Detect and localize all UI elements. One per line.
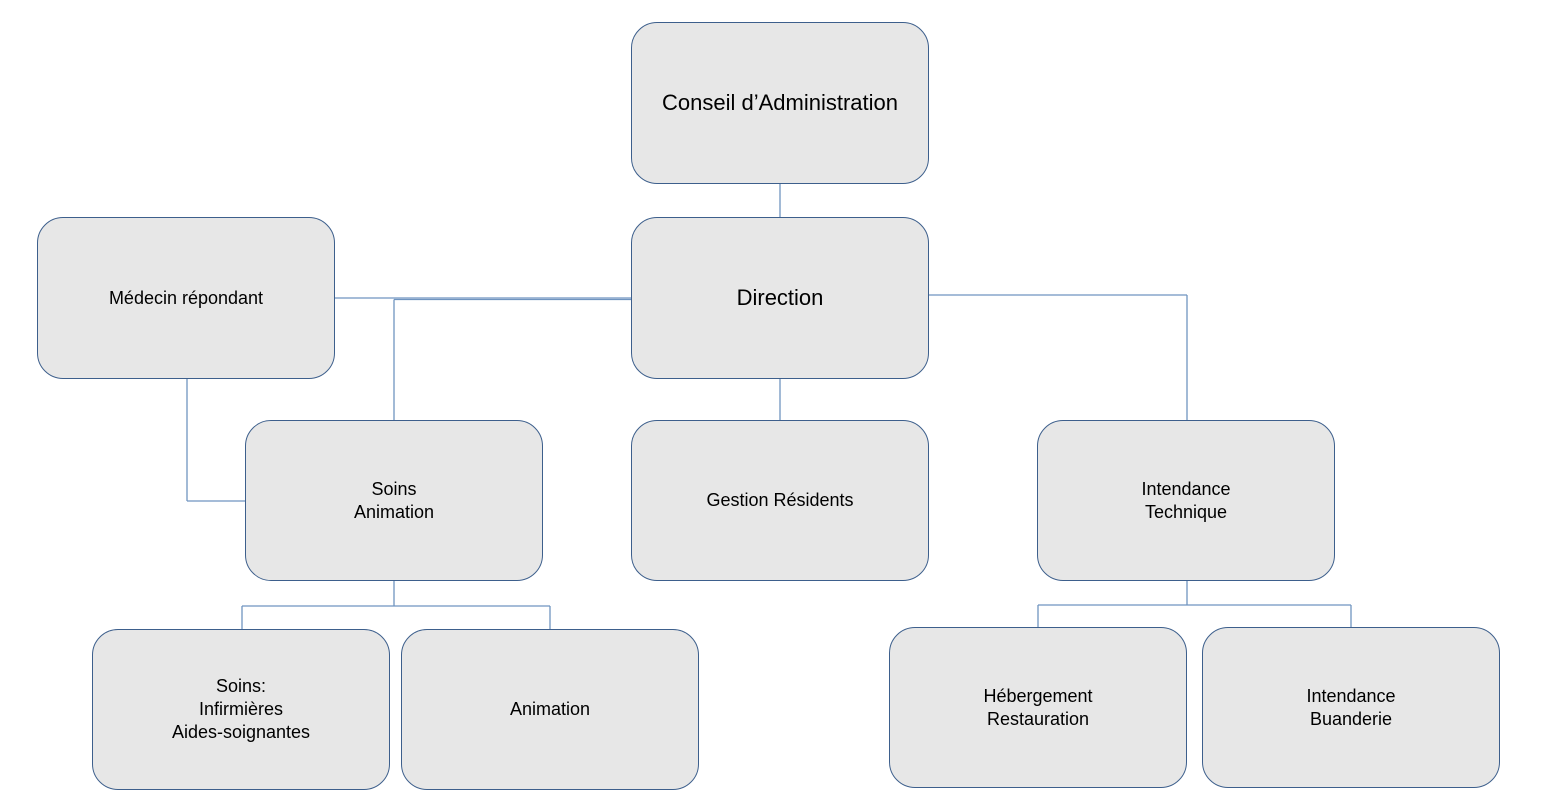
node-soins-infirmieres: Soins: Infirmières Aides-soignantes xyxy=(92,629,390,790)
node-label: Direction xyxy=(736,285,824,310)
node-direction: Direction xyxy=(631,217,929,379)
node-hebergement-restauration: Hébergement Restauration xyxy=(889,627,1187,788)
node-label: Intendance Technique xyxy=(1141,478,1231,522)
node-label: Médecin répondant xyxy=(108,287,264,308)
node-intendance-technique: Intendance Technique xyxy=(1037,420,1335,581)
node-label: Conseil d’Administration xyxy=(662,90,898,115)
node-label: Hébergement Restauration xyxy=(983,685,1093,729)
node-label: Soins: Infirmières Aides-soignantes xyxy=(171,676,311,742)
node-label: Animation xyxy=(509,699,591,719)
node-soins-animation: Soins Animation xyxy=(245,420,543,581)
node-intendance-buanderie: Intendance Buanderie xyxy=(1202,627,1500,788)
node-label: Soins Animation xyxy=(353,478,435,522)
node-animation: Animation xyxy=(401,629,699,790)
node-medecin-repondant: Médecin répondant xyxy=(37,217,335,379)
node-gestion-residents: Gestion Résidents xyxy=(631,420,929,581)
node-label: Intendance Buanderie xyxy=(1306,685,1396,729)
node-label: Gestion Résidents xyxy=(706,490,854,510)
node-conseil-administration: Conseil d’Administration xyxy=(631,22,929,184)
